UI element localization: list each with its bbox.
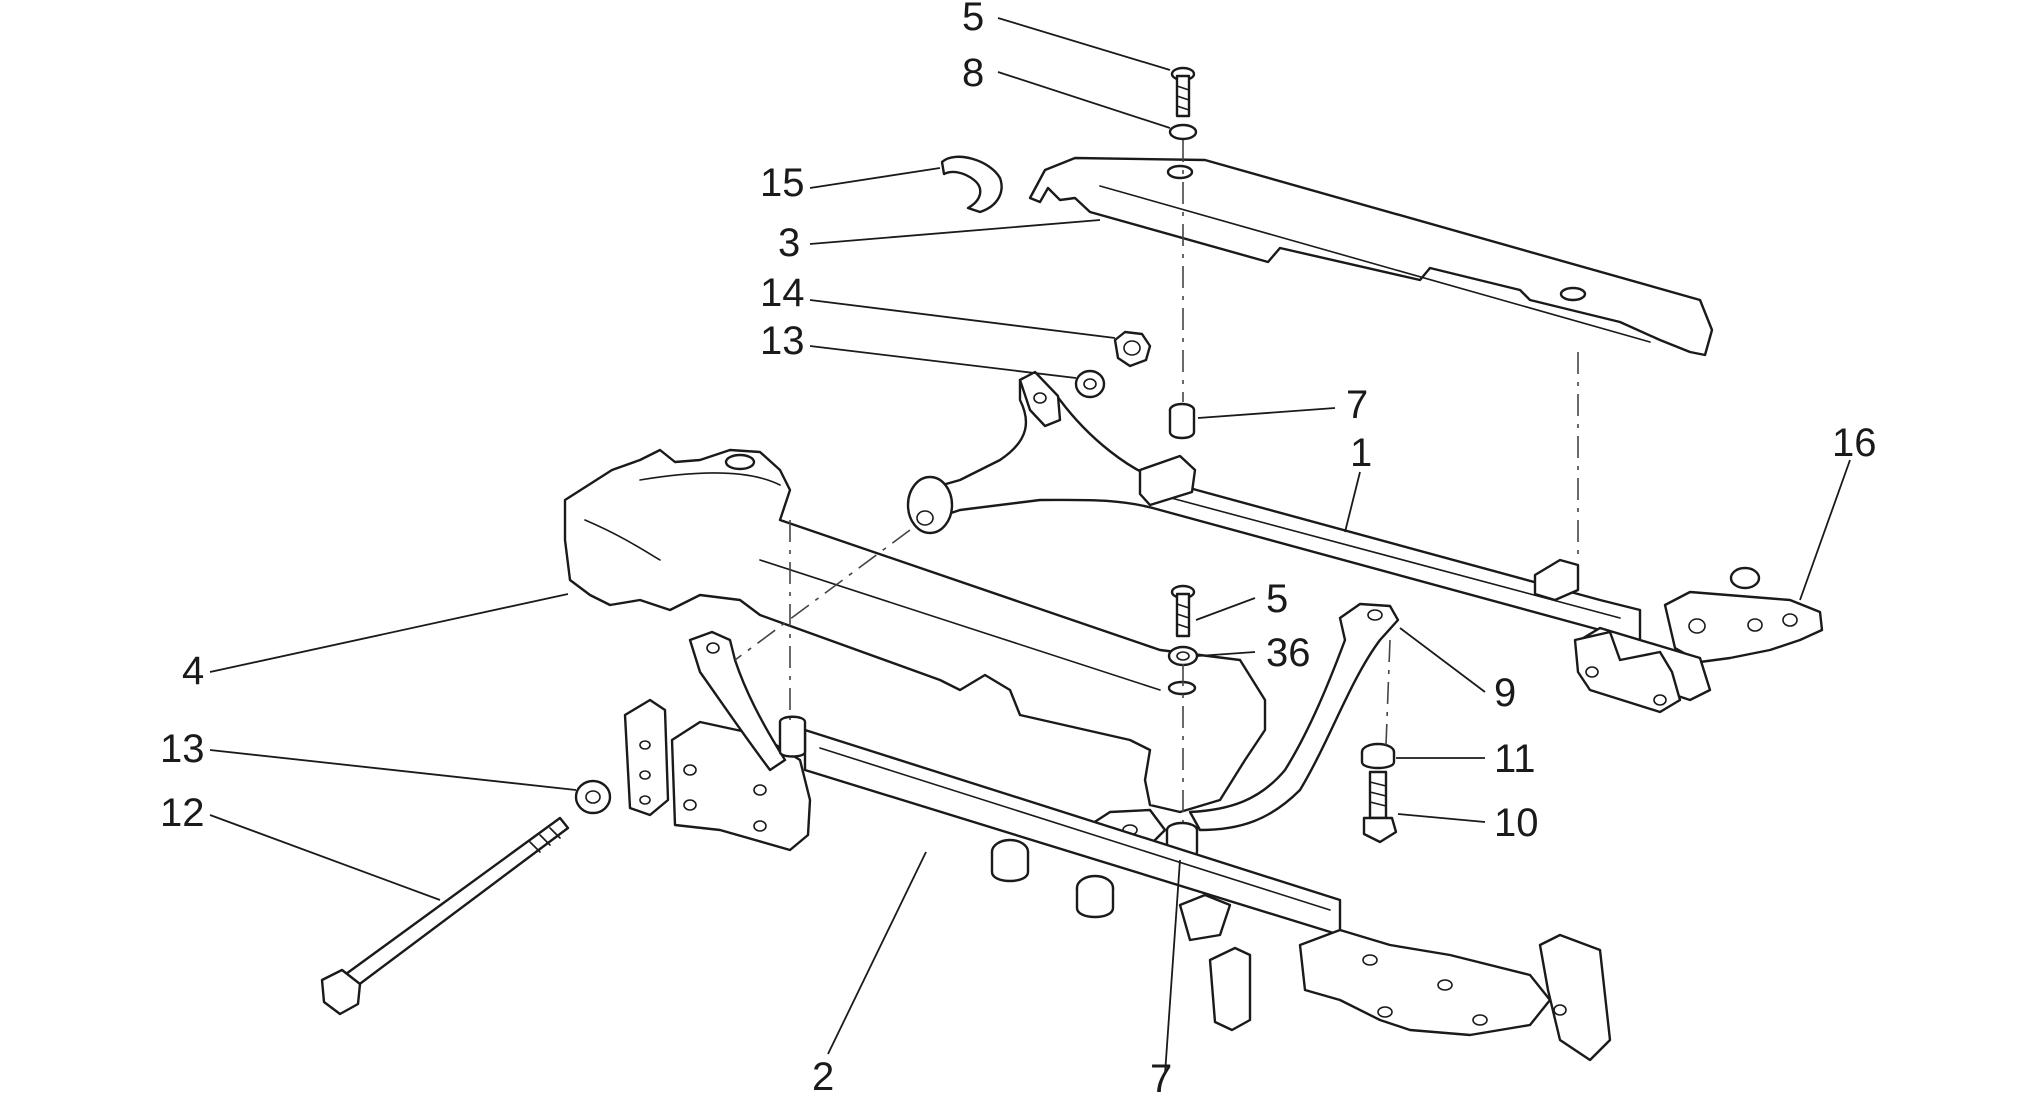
part-14-nut — [1113, 330, 1152, 368]
callout-10: 10 — [1494, 801, 1539, 845]
callout-2: 2 — [812, 1055, 834, 1096]
leader-lines — [209, 17, 1851, 1075]
part-13-washer-lower — [574, 779, 612, 815]
callout-15: 15 — [760, 161, 805, 205]
callout-labels: 5 8 15 3 14 13 7 1 16 4 5 36 9 13 11 12 … — [160, 0, 1877, 1096]
part-8-washer-top — [1168, 123, 1198, 141]
part-12-long-bolt — [320, 816, 570, 1016]
callout-16: 16 — [1832, 421, 1877, 465]
callout-3: 3 — [778, 221, 800, 265]
part-10-bolt — [1362, 770, 1398, 844]
callout-12: 12 — [160, 791, 205, 835]
part-2-lower-crossmember — [623, 630, 1612, 1062]
part-5-bolt-mid — [1170, 584, 1196, 638]
part-4-housing — [563, 448, 1267, 814]
part-16-end-bracket — [1573, 566, 1824, 714]
part-5-bolt-top — [1170, 66, 1196, 118]
part-13-washer-upper — [1074, 369, 1106, 399]
part-7-sleeve-upper — [1168, 402, 1196, 440]
callout-4: 4 — [182, 649, 204, 693]
callout-13-bottom: 13 — [160, 727, 205, 771]
alignment-lines — [734, 140, 1579, 822]
callout-7-bottom: 7 — [1150, 1057, 1172, 1096]
part-36-washer — [1167, 645, 1199, 667]
callout-8: 8 — [962, 51, 984, 95]
callout-5-top: 5 — [962, 0, 984, 39]
callout-9: 9 — [1494, 671, 1516, 715]
part-15-clip — [940, 155, 1003, 214]
part-3-upper-cover — [1028, 156, 1714, 357]
callout-14: 14 — [760, 271, 805, 315]
callout-1: 1 — [1350, 431, 1372, 475]
callout-36: 36 — [1266, 631, 1311, 675]
callout-13-top: 13 — [760, 319, 805, 363]
callout-11: 11 — [1494, 737, 1536, 781]
part-1-upper-crossmember — [906, 370, 1642, 642]
part-11-washer — [1360, 742, 1396, 770]
callout-7-top: 7 — [1346, 383, 1368, 427]
callout-5-mid: 5 — [1266, 577, 1288, 621]
